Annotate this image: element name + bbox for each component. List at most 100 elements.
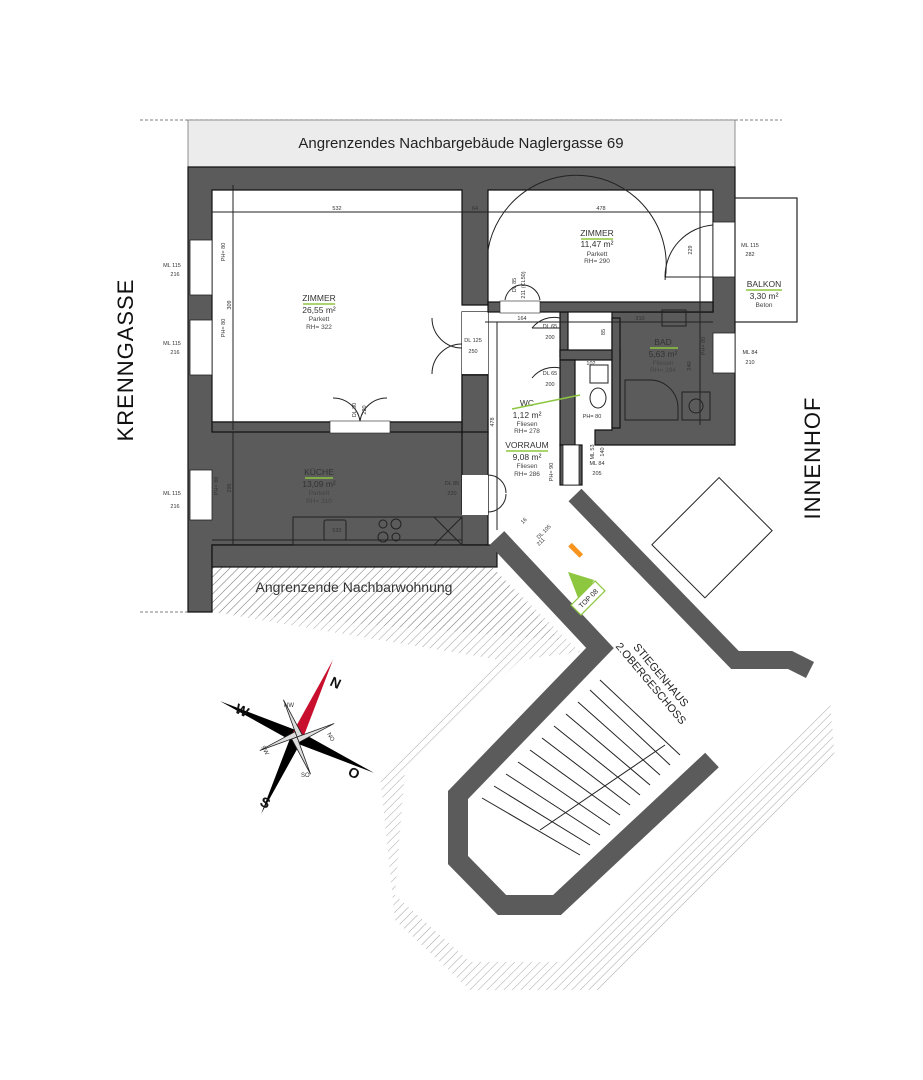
meter-marker — [568, 542, 584, 558]
door-label: DL 85 220 — [445, 481, 459, 497]
svg-text:1,12 m²: 1,12 m² — [513, 410, 542, 420]
bathroom-fixtures — [589, 309, 711, 421]
room-vorraum: VORRAUM 9,08 m² Fliesen RH= 286 — [505, 440, 548, 478]
svg-text:205: 205 — [592, 471, 601, 477]
svg-text:DL 65: DL 65 — [543, 324, 557, 330]
svg-text:PH= 80: PH= 80 — [221, 319, 227, 338]
windows-left — [189, 221, 736, 521]
window-label: ML 84 205 — [589, 461, 604, 477]
window-label: ML 115 216 — [163, 341, 181, 356]
partition-wall — [487, 301, 714, 313]
svg-text:478: 478 — [596, 206, 605, 212]
svg-text:ML 115: ML 115 — [163, 491, 181, 497]
stair-walls — [448, 531, 719, 915]
svg-text:PH= 80: PH= 80 — [701, 337, 707, 356]
svg-text:RH= 278: RH= 278 — [514, 428, 540, 435]
svg-text:296: 296 — [227, 483, 233, 492]
svg-text:PH= 90: PH= 90 — [549, 463, 555, 482]
svg-text:211: 211 — [536, 537, 546, 547]
svg-text:Fliesen: Fliesen — [517, 463, 538, 470]
svg-text:SO: SO — [301, 773, 310, 779]
neighbor-apartment-hatch — [212, 567, 835, 990]
svg-text:BAD: BAD — [654, 337, 671, 347]
door-opening — [329, 420, 391, 434]
svg-text:W: W — [233, 700, 252, 720]
partition-wall — [559, 349, 621, 361]
svg-text:216: 216 — [170, 504, 179, 510]
room-balkon: BALKON 3,30 m² Beton — [746, 279, 782, 309]
svg-text:220: 220 — [362, 405, 368, 414]
svg-text:216: 216 — [170, 272, 179, 278]
svg-text:Parkett: Parkett — [309, 490, 330, 497]
svg-text:216: 216 — [170, 350, 179, 356]
svg-text:13,09 m²: 13,09 m² — [302, 479, 336, 489]
partition-wall — [461, 374, 489, 434]
svg-text:ML 115: ML 115 — [741, 243, 759, 249]
courtyard-label-innenhof: INNENHOF — [800, 397, 825, 520]
svg-text:532: 532 — [332, 206, 341, 212]
neighbor-apartment — [212, 567, 560, 640]
street-label-krenngasse: KRENNGASSE — [113, 279, 138, 442]
room-zimmer-1: ZIMMER 26,55 m² Parkett RH= 322 — [302, 293, 336, 331]
svg-text:BALKON: BALKON — [747, 279, 782, 289]
svg-text:DL 85: DL 85 — [445, 481, 459, 487]
balcony-outline — [734, 197, 798, 323]
stair-steps — [481, 679, 681, 856]
kitchen-counter — [292, 516, 463, 546]
svg-text:DL 105: DL 105 — [536, 524, 553, 541]
room-wc: WC 1,12 m² Fliesen RH= 278 — [511, 394, 581, 435]
svg-text:VORRAUM: VORRAUM — [505, 440, 548, 450]
svg-text:ML 115: ML 115 — [163, 341, 181, 347]
svg-text:210: 210 — [745, 360, 754, 366]
svg-text:PH= 80: PH= 80 — [221, 243, 227, 262]
window-label: ML 115 282 — [741, 243, 759, 258]
door-label: DL 125 250 — [464, 338, 482, 355]
svg-text:NO: NO — [325, 732, 335, 743]
room-bad: BAD 5,63 m² Fliesen RH= 294 — [649, 337, 678, 374]
svg-text:S: S — [258, 793, 273, 811]
svg-text:532: 532 — [332, 528, 341, 534]
window-label: ML 115 216 — [163, 491, 181, 510]
svg-text:RH= 322: RH= 322 — [306, 324, 332, 331]
svg-text:200: 200 — [545, 382, 554, 388]
partition-wall — [611, 317, 621, 429]
svg-text:Fliesen: Fliesen — [653, 360, 674, 367]
svg-text:220: 220 — [447, 491, 456, 497]
svg-text:KÜCHE: KÜCHE — [304, 467, 334, 477]
svg-text:140: 140 — [600, 447, 606, 456]
svg-text:ZIMMER: ZIMMER — [302, 293, 336, 303]
svg-text:309: 309 — [227, 300, 233, 309]
room-kueche: KÜCHE 13,09 m² Parkett RH= 310 — [302, 467, 336, 505]
svg-text:240: 240 — [687, 361, 693, 370]
svg-text:11,47 m²: 11,47 m² — [581, 239, 614, 249]
svg-text:310: 310 — [635, 316, 644, 322]
svg-text:26,55 m²: 26,55 m² — [302, 305, 336, 315]
svg-text:5,63 m²: 5,63 m² — [649, 349, 678, 359]
door-swings — [332, 174, 714, 513]
svg-text:ML 84: ML 84 — [589, 461, 604, 467]
svg-text:16: 16 — [520, 517, 529, 526]
elevator-shaft — [651, 476, 773, 599]
svg-text:102: 102 — [586, 361, 595, 367]
svg-text:164: 164 — [517, 316, 526, 322]
svg-text:Beton: Beton — [756, 302, 773, 309]
neighbor-building — [187, 119, 736, 168]
svg-text:9,08 m²: 9,08 m² — [513, 452, 542, 462]
neighbor-building-label: Angrenzendes Nachbargebäude Naglergasse … — [298, 135, 623, 152]
stair-outer-wall — [568, 488, 815, 679]
svg-text:282: 282 — [745, 252, 754, 258]
svg-text:250: 250 — [468, 349, 477, 355]
room-zimmer-2: ZIMMER 11,47 m² Parkett RH= 290 — [580, 228, 614, 265]
svg-text:ZIMMER: ZIMMER — [580, 228, 614, 238]
svg-text:3,30 m²: 3,30 m² — [750, 291, 779, 301]
svg-text:478: 478 — [490, 417, 496, 426]
svg-text:PH= 80: PH= 80 — [583, 414, 602, 420]
svg-text:RH= 294: RH= 294 — [650, 367, 676, 374]
svg-text:RH= 290: RH= 290 — [584, 258, 610, 265]
svg-text:DL 125: DL 125 — [464, 338, 482, 344]
